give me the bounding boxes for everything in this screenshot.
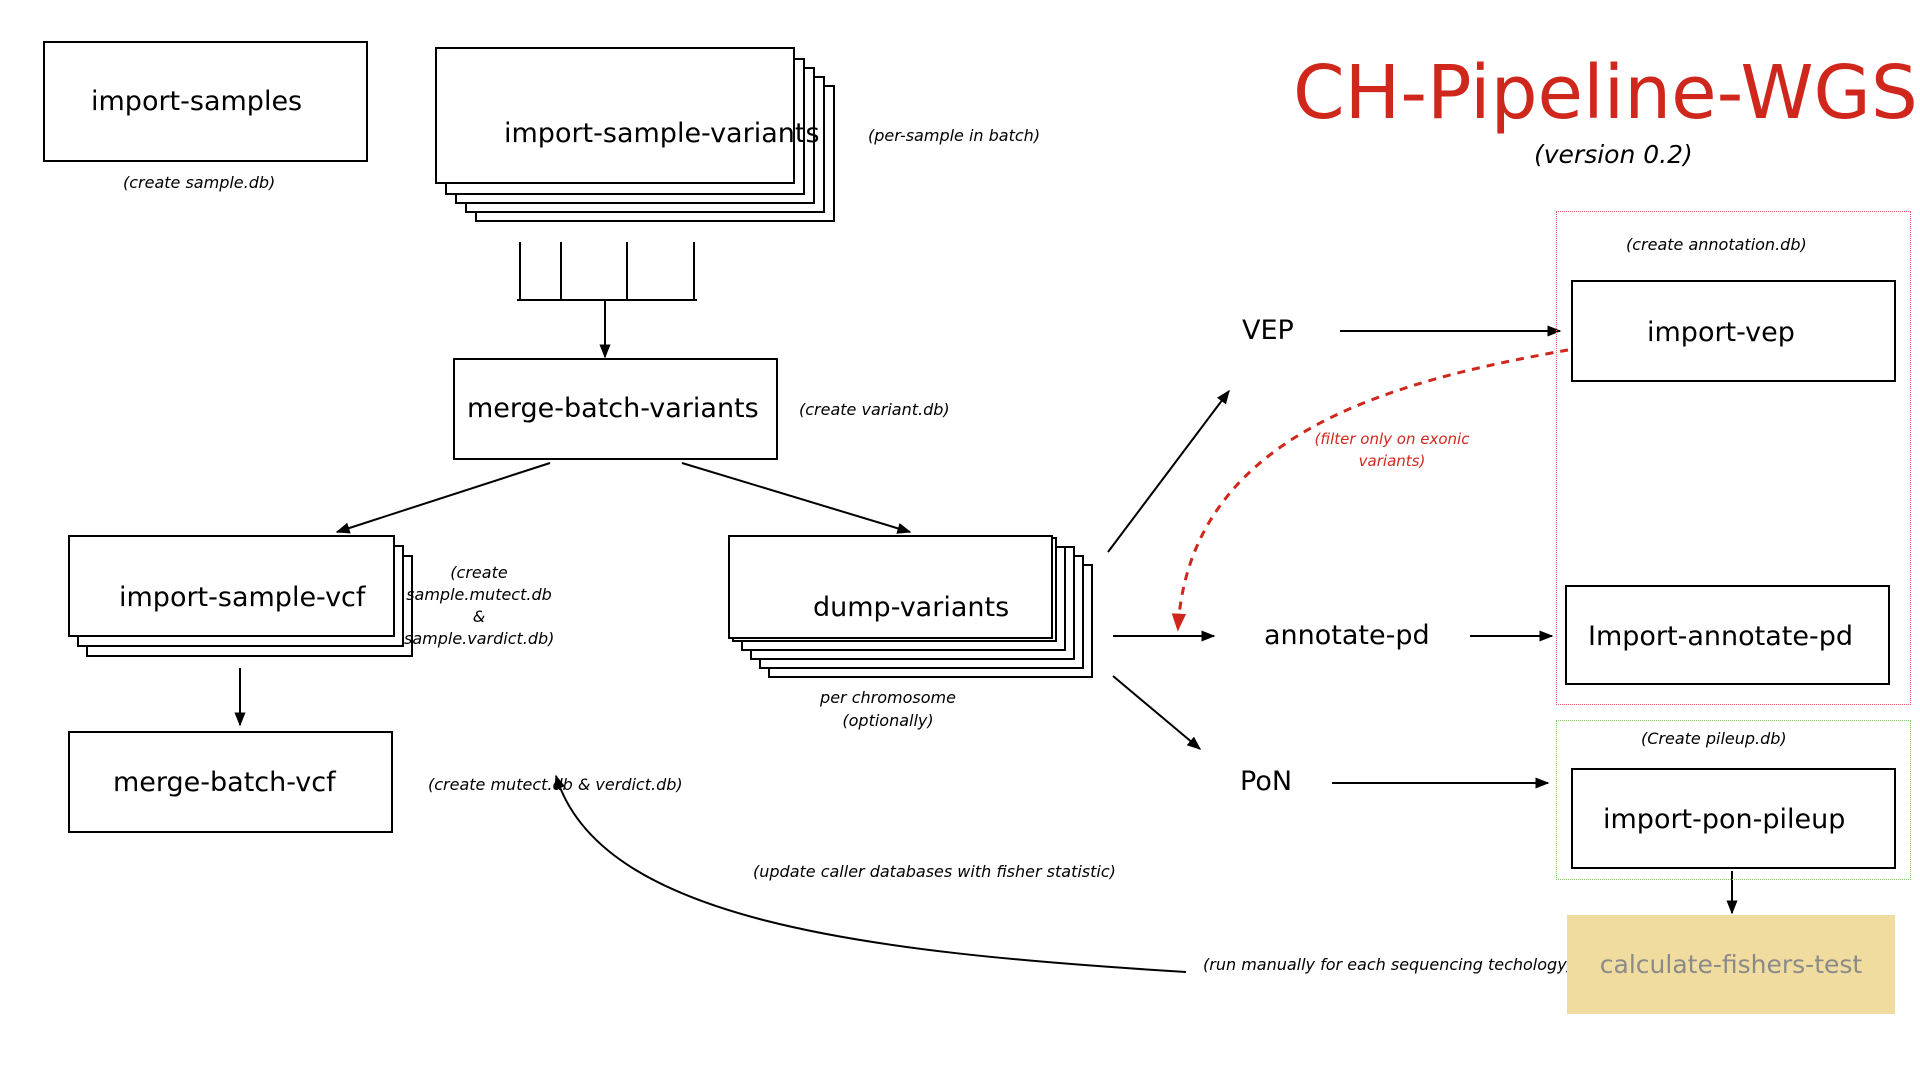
dump-variants-label: dump-variants <box>813 592 1010 623</box>
diagram-title: CH-Pipeline-WGS <box>1293 50 1918 136</box>
version-label: (version 0.2) <box>1534 140 1693 169</box>
merge-batch-vcf-box <box>68 731 393 833</box>
import-annotate-pd-box <box>1565 585 1890 685</box>
annotation-db-group <box>1556 211 1911 705</box>
update-caller-databases-note: (update caller databases with fisher sta… <box>753 862 1116 881</box>
import-samples-box <box>43 41 368 162</box>
merge-batch-variants-box <box>453 358 778 460</box>
note-line: sample.vardict.db) <box>404 629 555 648</box>
import-pon-pileup-label: import-pon-pileup <box>1603 804 1846 835</box>
note-line: (create <box>450 563 508 582</box>
filter-exonic-note: (filter only on exonic variants) <box>1302 428 1482 472</box>
import-sample-variants-box <box>435 47 795 184</box>
create-sample-mutect-note: (create sample.mutect.db & sample.vardic… <box>404 562 554 650</box>
import-pon-pileup-box <box>1571 768 1896 869</box>
arrow-to-import-sample-vcf <box>335 462 551 534</box>
note-line: (filter only on exonic <box>1314 430 1470 448</box>
create-mutect-verdict-note: (create mutect.db & verdict.db) <box>428 775 683 794</box>
arrow-to-dump-variants <box>681 462 912 534</box>
import-vep-box <box>1571 280 1896 382</box>
import-sample-vcf-stack-layer <box>68 535 395 637</box>
import-sample-vcf-label: import-sample-vcf <box>119 582 366 613</box>
create-pileup-db-note: (Create pileup.db) <box>1641 729 1787 748</box>
import-samples-label: import-samples <box>91 86 303 117</box>
note-line: per chromosome <box>820 688 956 707</box>
pon-label: PoN <box>1240 766 1293 797</box>
import-sample-variants-label: import-sample-variants <box>504 118 820 149</box>
calculate-fishers-test-box: calculate-fishers-test <box>1567 915 1895 1014</box>
note-line: sample.mutect.db <box>406 585 552 604</box>
merge-batch-variants-label: merge-batch-variants <box>467 393 759 424</box>
merge-batch-vcf-label: merge-batch-vcf <box>113 767 336 798</box>
fan-in-bracket <box>517 242 697 301</box>
dump-variants-stack-layer <box>728 535 1053 639</box>
import-annotate-pd-label: Import-annotate-pd <box>1588 621 1853 652</box>
dump-variants-box <box>728 535 1053 639</box>
arrow-to-vep <box>1107 389 1230 553</box>
import-sample-variants-stack-layer <box>435 47 795 184</box>
note-line: variants) <box>1358 452 1426 470</box>
per-sample-in-batch-note: (per-sample in batch) <box>868 126 1041 145</box>
annotate-pd-label: annotate-pd <box>1264 620 1430 651</box>
filter-exonic-arrow <box>1171 348 1569 632</box>
create-sample-db-note: (create sample.db) <box>123 173 276 192</box>
import-vep-label: import-vep <box>1647 317 1795 348</box>
create-variant-db-note: (create variant.db) <box>799 400 950 419</box>
fisher-update-arrow <box>554 774 1187 973</box>
run-manually-note: (run manually for each sequencing techol… <box>1203 955 1573 974</box>
arrow-to-pon <box>1112 675 1202 750</box>
pileup-db-group <box>1556 720 1911 880</box>
note-line: (optionally) <box>842 711 934 730</box>
create-annotation-db-note: (create annotation.db) <box>1626 235 1807 254</box>
per-chromosome-note: per chromosome (optionally) <box>808 686 968 732</box>
vep-label: VEP <box>1242 315 1294 346</box>
note-line: & <box>472 607 486 626</box>
calculate-fishers-test-label: calculate-fishers-test <box>1599 950 1863 979</box>
